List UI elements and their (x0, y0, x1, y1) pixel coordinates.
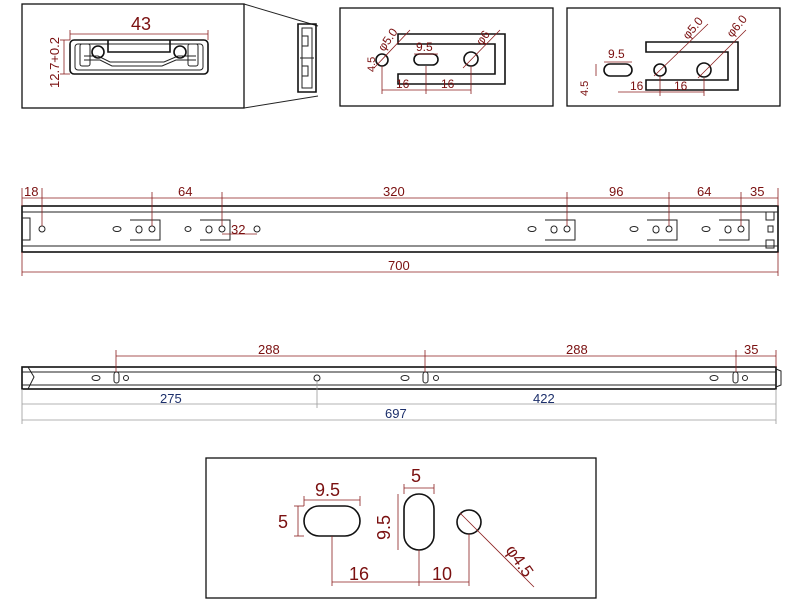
lower-dim-275: 275 (160, 391, 182, 406)
end-view (243, 3, 319, 109)
detail-dim-5-v: 5 (411, 466, 421, 486)
upper-hole-groups (112, 211, 775, 249)
detail-dim-d4-5: φ4.5 (502, 541, 537, 580)
holes-left-panel: φ5.0 9.5 φ6 4.5 16 16 (339, 7, 554, 107)
dim-slot-left: 9.5 (416, 40, 433, 54)
detail-dim-16: 16 (349, 564, 369, 584)
dim-slot-right: 9.5 (608, 47, 625, 61)
upper-dim-320: 320 (383, 184, 405, 199)
upper-dim-32: 32 (231, 222, 245, 237)
profile-frame (21, 3, 245, 109)
holes-right-bracket (645, 41, 739, 91)
upper-dim-64b: 64 (697, 184, 711, 199)
slot-horizontal (303, 505, 361, 537)
dim-d6-left: φ6 (473, 28, 493, 48)
upper-dim-700: 700 (388, 258, 410, 273)
upper-dim-35: 35 (750, 184, 764, 199)
lower-dim-35: 35 (744, 342, 758, 357)
holes-left-frame (339, 7, 554, 107)
profile-width-dim: 43 (131, 14, 151, 34)
lower-dim-288a: 288 (258, 342, 280, 357)
holes-left-bracket (397, 33, 506, 85)
lower-dim-422: 422 (533, 391, 555, 406)
lower-dim-697: 697 (385, 406, 407, 421)
detail-dim-9-5-h: 9.5 (315, 480, 340, 500)
upper-rail: 18 64 320 96 64 35 32 700 (21, 184, 779, 276)
dim-h-right: 4.5 (579, 81, 591, 96)
dim-d5-right: φ5.0 (680, 14, 707, 42)
hole-d6-right (696, 62, 712, 78)
upper-dim-18: 18 (24, 184, 38, 199)
dim-s2-left: 16 (441, 77, 455, 91)
holes-right-frame (566, 7, 781, 107)
dim-d5-left: φ5.0 (375, 25, 401, 53)
profile-section-shape (69, 39, 209, 75)
holes-right-panel: 9.5 φ5.0 φ6.0 4.5 16 16 (566, 7, 781, 107)
lower-rail-body (21, 366, 777, 390)
hole-detail-frame (205, 457, 597, 599)
hole-d6-left (463, 51, 479, 67)
profile-height-dim: 12.7+0.2 (47, 37, 62, 88)
lower-holes (91, 371, 748, 384)
hole-detail-panel: 9.5 5 5 9.5 16 10 φ4.5 (205, 457, 597, 599)
upper-rail-body (21, 205, 779, 253)
dim-d6-right: φ6.0 (724, 12, 751, 40)
profile-panel: 43 12.7+0.2 (21, 3, 245, 109)
dim-h-left: 4.5 (366, 57, 378, 72)
upper-dim-96: 96 (609, 184, 623, 199)
dim-s1-left: 16 (396, 77, 410, 91)
lower-rail: 288 288 35 275 422 697 (21, 342, 782, 424)
detail-dim-10: 10 (432, 564, 452, 584)
slot-left (413, 53, 439, 66)
dim-s2-right: 16 (674, 79, 688, 93)
upper-dim-64a: 64 (178, 184, 192, 199)
dim-s1-right: 16 (630, 79, 644, 93)
detail-dim-9-5-v: 9.5 (374, 515, 394, 540)
slot-right (603, 63, 633, 77)
detail-dim-5-h: 5 (278, 512, 288, 532)
lower-dim-288b: 288 (566, 342, 588, 357)
slot-vertical (403, 493, 435, 551)
